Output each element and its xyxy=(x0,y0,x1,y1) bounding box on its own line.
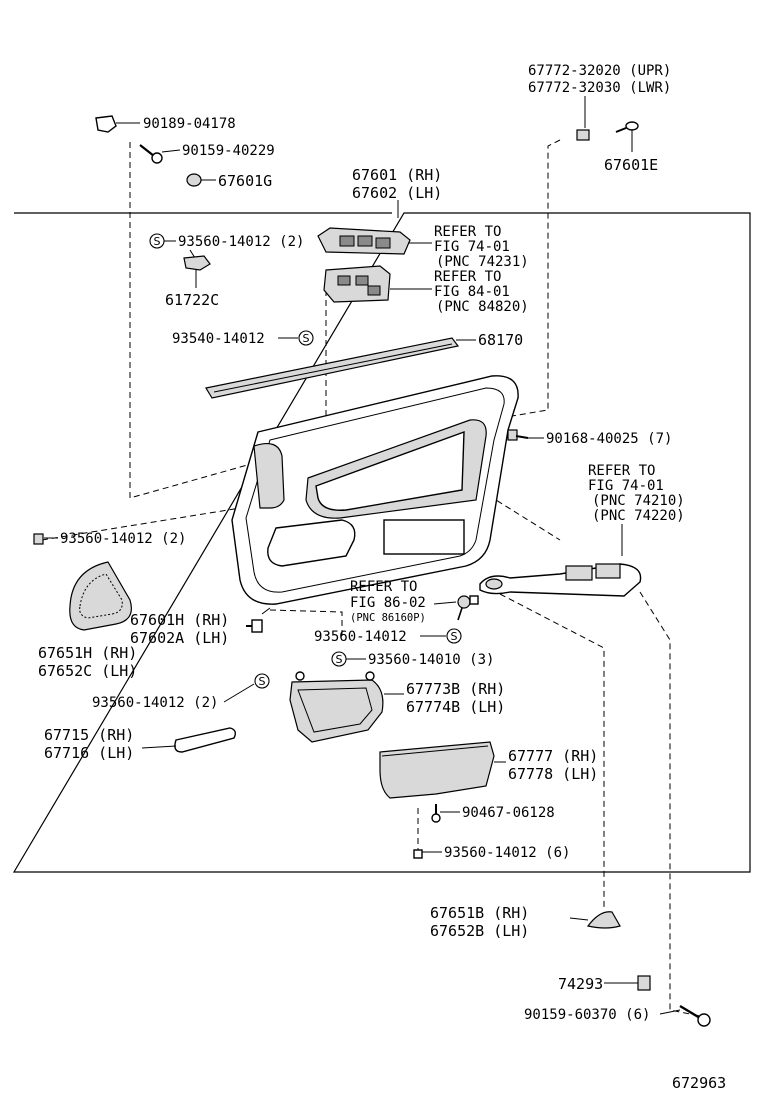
label-67601h-rh: 67601H (RH) xyxy=(130,611,229,629)
assembly-frame xyxy=(12,212,751,873)
label-refer4-c: (PNC 86160P) xyxy=(350,612,426,624)
switch-panel-icon xyxy=(317,227,432,255)
label-74293: 74293 xyxy=(558,975,603,993)
switch-bezel-icon xyxy=(323,265,432,303)
guide-line-67651b xyxy=(499,593,605,910)
label-refer3-b: FIG 74-01 xyxy=(588,478,664,494)
label-93560-14012-2-b: 93560-14012 (2) xyxy=(60,531,186,547)
label-refer2-a: REFER TO xyxy=(434,269,501,285)
label-67774b-lh: 67774B (LH) xyxy=(406,698,505,716)
label-90467-06128: 90467-06128 xyxy=(462,805,555,821)
figure-number: 672963 xyxy=(672,1074,726,1092)
leader-refer4 xyxy=(433,601,457,605)
screw-90159-40229-icon xyxy=(139,144,181,164)
label-67715-rh: 67715 (RH) xyxy=(44,726,134,744)
screw-67601e-icon xyxy=(615,121,639,152)
clip-61722c-icon xyxy=(183,255,211,288)
s-mark-93560-14010: S xyxy=(331,651,366,667)
label-90168-40025-7: 90168-40025 (7) xyxy=(546,431,672,447)
label-refer1-b: FIG 74-01 xyxy=(434,239,510,255)
courtesy-lamp-icon xyxy=(457,595,479,621)
label-93560-14012-6: 93560-14012 (6) xyxy=(444,845,570,861)
door-trim-board-icon xyxy=(231,375,519,605)
label-67601-rh: 67601 (RH) xyxy=(352,166,442,184)
s-mark-93540: S xyxy=(298,330,314,346)
label-refer3-d: (PNC 74220) xyxy=(592,508,685,524)
s-mark-93560-a: S xyxy=(149,233,176,249)
label-68170: 68170 xyxy=(478,331,523,349)
label-67602-lh: 67602 (LH) xyxy=(352,184,442,202)
label-refer4-a: REFER TO xyxy=(350,579,417,595)
svg-text:S: S xyxy=(303,332,310,345)
s-mark-93560-d: S xyxy=(254,673,270,689)
armrest-base-icon xyxy=(479,563,642,597)
label-67777-rh: 67777 (RH) xyxy=(508,747,598,765)
weatherstrip-68170-icon xyxy=(205,337,476,399)
label-67772-lwr: 67772-32030 (LWR) xyxy=(528,80,671,96)
guide-line-67772 xyxy=(499,139,561,419)
label-refer1-c: (PNC 74231) xyxy=(436,254,529,270)
label-67651h-rh: 67651H (RH) xyxy=(38,644,137,662)
label-67652c-lh: 67652C (LH) xyxy=(38,662,137,680)
guide-line-93560-b xyxy=(41,499,291,541)
label-67601g: 67601G xyxy=(218,172,272,190)
label-93560-14012-2-a: 93560-14012 (2) xyxy=(178,234,304,250)
label-67601e: 67601E xyxy=(604,156,658,174)
screw-93560-left-icon xyxy=(33,533,58,545)
ornament-67715-icon xyxy=(141,727,237,753)
label-61722c: 61722C xyxy=(165,291,219,309)
screw-90467-icon xyxy=(431,804,460,823)
screw-90168-icon xyxy=(507,429,544,441)
guide-line-clip xyxy=(129,142,259,499)
label-refer3-c: (PNC 74210) xyxy=(592,493,685,509)
guide-line-67601h xyxy=(269,609,343,640)
label-67651b-rh: 67651B (RH) xyxy=(430,904,529,922)
label-90159-40229: 90159-40229 xyxy=(182,143,275,159)
cover-67651b-icon xyxy=(569,911,621,929)
label-67772-upr: 67772-32020 (UPR) xyxy=(528,63,671,79)
label-refer2-c: (PNC 84820) xyxy=(436,299,529,315)
label-refer2-b: FIG 84-01 xyxy=(434,284,510,300)
clip-67601h-icon xyxy=(246,607,271,633)
screw-90159-60370-icon xyxy=(659,1004,711,1027)
door-pocket-67777-icon xyxy=(379,741,506,799)
label-93560-14012-c: 93560-14012 xyxy=(314,629,407,645)
svg-text:S: S xyxy=(336,653,343,666)
label-67778-lh: 67778 (LH) xyxy=(508,765,598,783)
plug-67601g-icon xyxy=(186,173,216,187)
speaker-grille-67651h-icon xyxy=(69,561,132,631)
leader-93560-d xyxy=(223,683,255,703)
label-90159-60370-6: 90159-60370 (6) xyxy=(524,1007,650,1023)
label-67652b-lh: 67652B (LH) xyxy=(430,922,529,940)
label-67602a-lh: 67602A (LH) xyxy=(130,629,229,647)
label-93540-14012: 93540-14012 xyxy=(172,331,265,347)
guide-line-90159-60370 xyxy=(639,591,701,1017)
handle-bezel-67773b-icon xyxy=(289,671,404,743)
clip-90189-icon xyxy=(95,115,140,133)
label-93560-14012-2-d: 93560-14012 (2) xyxy=(92,695,218,711)
svg-text:S: S xyxy=(451,630,458,643)
clip-74293-icon xyxy=(604,975,651,991)
label-refer3-a: REFER TO xyxy=(588,463,655,479)
clip-67772-icon xyxy=(576,129,590,141)
label-90189-04178: 90189-04178 xyxy=(143,116,236,132)
label-refer4-b: FIG 86-02 xyxy=(350,595,426,611)
label-67716-lh: 67716 (LH) xyxy=(44,744,134,762)
screw-93560-e-icon xyxy=(413,849,442,859)
svg-text:S: S xyxy=(154,235,161,248)
svg-text:S: S xyxy=(259,675,266,688)
label-67773b-rh: 67773B (RH) xyxy=(406,680,505,698)
s-mark-93560-c: S xyxy=(446,628,462,644)
label-93560-14010-3: 93560-14010 (3) xyxy=(368,652,494,668)
label-refer1-a: REFER TO xyxy=(434,224,501,240)
